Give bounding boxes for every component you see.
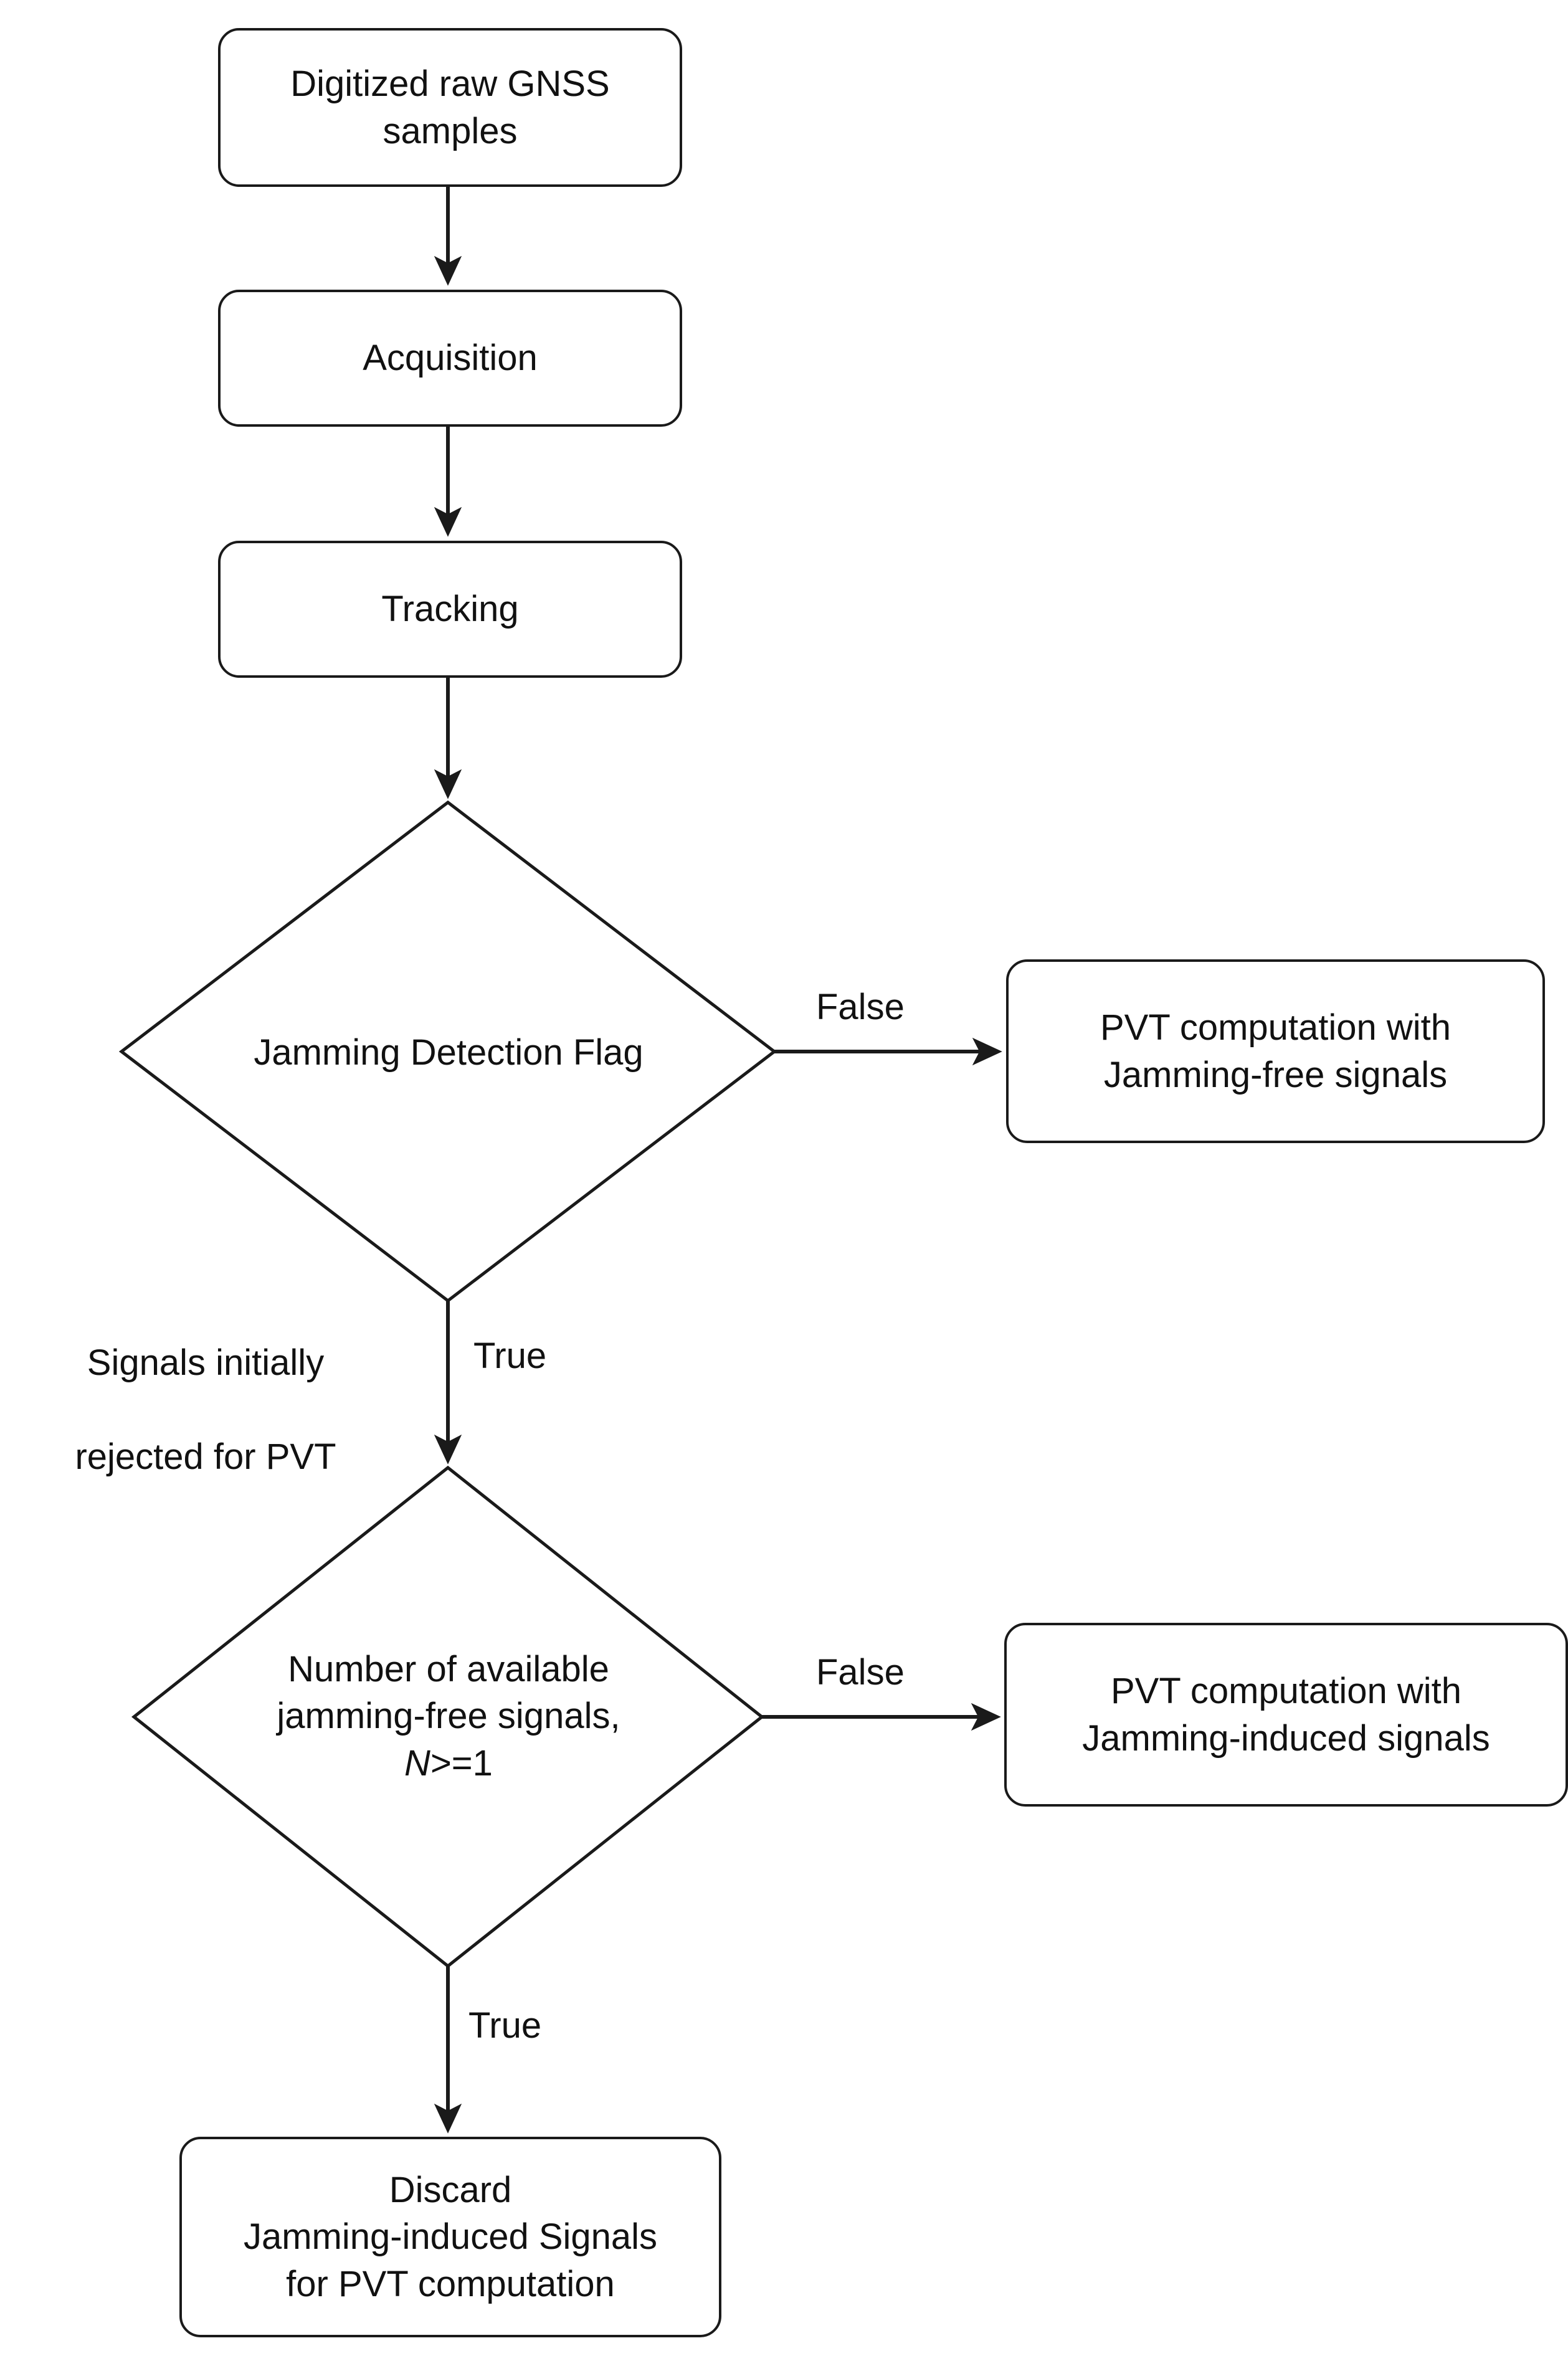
edge-label-false-flag: False bbox=[816, 987, 905, 1027]
node-jamming-detection-flag-label[interactable]: Jamming Detection Flag bbox=[159, 997, 738, 1109]
node-pvt-computation-jamming-induced[interactable]: PVT computation with Jamming-induced sig… bbox=[1004, 1623, 1568, 1807]
decision-check-line-2: jamming-free signals, bbox=[277, 1696, 620, 1737]
node-discard-jamming-induced-signals[interactable]: Discard Jamming-induced Signals for PVT … bbox=[179, 2137, 721, 2337]
diamond-available-signals-check bbox=[131, 1465, 765, 1969]
node-pvt-induced-line-2: Jamming-induced signals bbox=[1082, 1717, 1490, 1759]
node-tracking-label: Tracking bbox=[381, 589, 519, 630]
decision-check-condition: >=1 bbox=[430, 1742, 493, 1784]
node-pvt-induced-line-1: PVT computation with bbox=[1110, 1671, 1462, 1712]
node-available-signals-check-label[interactable]: Number of available jamming-free signals… bbox=[181, 1626, 716, 1807]
node-acquisition[interactable]: Acquisition bbox=[218, 290, 682, 427]
decision-check-variable: N bbox=[404, 1742, 430, 1784]
decision-flag-text: Jamming Detection Flag bbox=[254, 1032, 644, 1073]
node-raw-line-2: samples bbox=[382, 110, 518, 151]
node-tracking[interactable]: Tracking bbox=[218, 541, 682, 678]
annotation-line-1: Signals initially bbox=[87, 1342, 325, 1384]
node-raw-line-1: Digitized raw GNSS bbox=[290, 64, 610, 105]
node-discard-line-1: Discard bbox=[389, 2169, 512, 2210]
node-discard-line-3: for PVT computation bbox=[286, 2263, 615, 2304]
annotation-line-2: rejected for PVT bbox=[75, 1437, 336, 1478]
edge-label-true-flag: True bbox=[473, 1336, 547, 1376]
decision-check-line-3: N>=1 bbox=[277, 1740, 620, 1787]
node-acquisition-label: Acquisition bbox=[363, 338, 538, 379]
edge-label-true-check: True bbox=[468, 2005, 542, 2046]
diamond-jamming-detection-flag bbox=[118, 800, 777, 1303]
node-digitized-raw-gnss-samples[interactable]: Digitized raw GNSS samples bbox=[218, 28, 682, 187]
decision-check-line-1: Number of available bbox=[288, 1648, 609, 1689]
node-pvt-free-line-2: Jamming-free signals bbox=[1103, 1054, 1448, 1095]
edge-label-false-check: False bbox=[816, 1652, 905, 1693]
annotation-signals-initially-rejected: Signals initially rejected for PVT bbox=[25, 1293, 386, 1527]
node-pvt-computation-jamming-free[interactable]: PVT computation with Jamming-free signal… bbox=[1006, 959, 1545, 1143]
node-discard-line-2: Jamming-induced Signals bbox=[243, 2216, 658, 2258]
node-pvt-free-line-1: PVT computation with bbox=[1100, 1007, 1452, 1048]
